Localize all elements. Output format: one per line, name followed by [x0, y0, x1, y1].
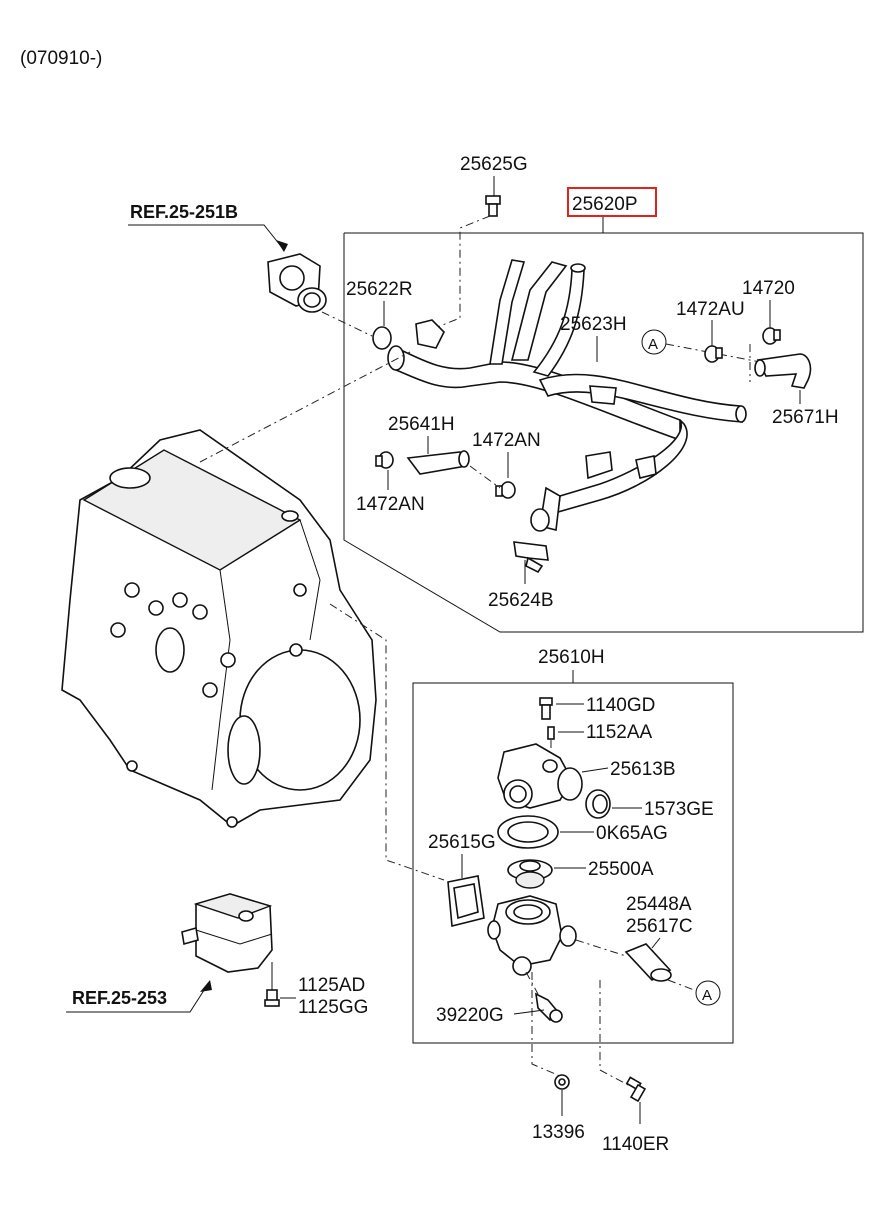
label-25671H[interactable]: 25671H: [772, 407, 839, 428]
label-25448A[interactable]: 25448A: [626, 894, 692, 915]
callout-a-top[interactable]: [641, 329, 667, 355]
label-1472AN-a[interactable]: 1472AN: [356, 494, 425, 515]
label-25625G[interactable]: 25625G: [460, 154, 528, 175]
svg-text:A: A: [702, 987, 712, 1004]
thermostat-housing-25613B: [497, 743, 583, 809]
bolt-25625G: [485, 195, 501, 217]
upper-assembly-box: [343, 232, 864, 633]
bolt-1140ER: [625, 1076, 647, 1103]
thermostat-case: [487, 895, 577, 976]
gasket-25615G: [447, 875, 485, 928]
svg-text:A: A: [648, 336, 658, 353]
coolant-reservoir: [181, 893, 273, 973]
label-25622R[interactable]: 25622R: [346, 279, 413, 300]
lower-assembly-box: [412, 682, 734, 1044]
clamp-1472AN-a: [375, 451, 394, 469]
label-25620P[interactable]: 25620P: [572, 194, 638, 215]
hose-25641H: [406, 450, 470, 475]
clamp-1472AN-b: [495, 481, 516, 499]
label-39220G[interactable]: 39220G: [436, 1005, 504, 1026]
clamp-1472AU: [704, 345, 723, 363]
label-1573GE[interactable]: 1573GE: [644, 799, 714, 820]
ref-25-253[interactable]: REF.25-253: [72, 988, 167, 1008]
label-25615G[interactable]: 25615G: [428, 832, 496, 853]
bolt-1140GD: [539, 697, 553, 720]
label-25610H[interactable]: 25610H: [538, 647, 605, 668]
label-25623H[interactable]: 25623H: [560, 314, 627, 335]
highlight-box-25620P: [567, 187, 657, 217]
label-14720[interactable]: 14720: [742, 278, 795, 299]
label-25500A[interactable]: 25500A: [588, 859, 654, 880]
label-25641H[interactable]: 25641H: [388, 414, 455, 435]
label-13396[interactable]: 13396: [532, 1122, 585, 1143]
label-25617C[interactable]: 25617C: [626, 916, 693, 937]
o-ring-25622R: [372, 326, 392, 350]
label-0K65AG[interactable]: 0K65AG: [596, 823, 668, 844]
date-code: (070910-): [20, 48, 102, 69]
label-25613B[interactable]: 25613B: [610, 759, 676, 780]
hose-25671H: [754, 353, 812, 389]
engine-block: [61, 429, 377, 828]
label-1140GD[interactable]: 1140GD: [586, 695, 655, 716]
nut-13396: [554, 1074, 570, 1090]
gasket-0K65AG: [497, 815, 559, 849]
label-1140ER[interactable]: 1140ER: [602, 1134, 669, 1155]
clamp-14720: [762, 327, 781, 345]
label-1125AD[interactable]: 1125AD: [298, 975, 365, 996]
label-1125GG[interactable]: 1125GG: [298, 997, 368, 1018]
label-1472AU[interactable]: 1472AU: [676, 299, 745, 320]
water-outlet-fitting: [267, 253, 327, 313]
pipe-25617C: [624, 943, 672, 982]
label-1472AN-b[interactable]: 1472AN: [472, 430, 541, 451]
label-25624B[interactable]: 25624B: [488, 590, 554, 611]
thermostat-25500A: [507, 859, 553, 889]
stud-1152AA: [547, 726, 555, 740]
ref-25-251B[interactable]: REF.25-251B: [130, 202, 238, 222]
sensor-39220G: [534, 992, 563, 1023]
bracket-25624B: [513, 541, 549, 574]
bolt-1125AD: [264, 989, 280, 1007]
seal-1573GE: [585, 789, 611, 819]
callout-a-bottom[interactable]: [695, 980, 721, 1006]
water-pipe-25623H: [387, 259, 747, 532]
label-1152AA[interactable]: 1152AA: [586, 722, 653, 743]
